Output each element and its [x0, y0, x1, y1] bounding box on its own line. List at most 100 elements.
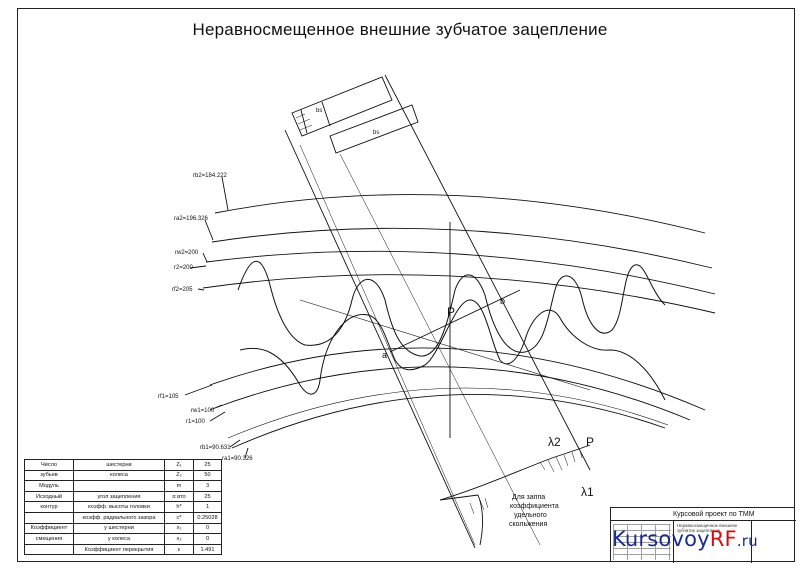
- table-cell-c2: Коэффициент перекрытия: [73, 543, 165, 556]
- table-cell-c3: h*: [164, 501, 194, 513]
- sliding-curve-upper: [439, 444, 591, 501]
- table-cell-c4: 1.491: [193, 543, 222, 556]
- table-cell-c4: 1: [193, 501, 222, 513]
- table-cell-c4: 25: [193, 490, 222, 503]
- note-line1: Для заппа: [512, 494, 545, 501]
- label-point-a: a: [382, 350, 387, 360]
- note-line4: скольжения: [509, 521, 547, 528]
- label-rb2: rb2=184.222: [193, 173, 228, 179]
- projection-line-3: [339, 153, 541, 546]
- label-lambda1: λ1: [581, 485, 594, 499]
- projection-line-4: [299, 144, 476, 546]
- segment-block-mid: [329, 104, 419, 154]
- leader-ra2: [204, 219, 214, 241]
- rw1-circle: [214, 366, 691, 421]
- table-cell-c1: Коэффициент: [24, 522, 74, 535]
- ra2-circle: [211, 227, 713, 269]
- table-cell-c3: c*: [164, 511, 194, 524]
- drawing-frame: [17, 8, 795, 562]
- label-lambda2: λ2: [548, 435, 561, 449]
- leader-rb1: [229, 439, 241, 448]
- gear2-teeth: [237, 260, 666, 357]
- table-cell-c1: смещения: [24, 533, 74, 545]
- leader-r2: [189, 265, 207, 269]
- table-cell-c1: [24, 543, 74, 556]
- page-title: Неравносмещенное внешние зубчатое зацепл…: [192, 20, 608, 39]
- label-pole-P: P: [447, 305, 455, 319]
- leader-rf1: [184, 384, 213, 396]
- table-cell-c1: Число: [24, 459, 74, 471]
- leader-rf2: [197, 288, 205, 291]
- table-cell-c2: коэфф. радиального зазора: [73, 511, 165, 524]
- table-cell-c4: 0: [193, 522, 222, 535]
- rw2-circle: [205, 250, 716, 295]
- table-cell-c2: коэфф. высоты головки: [73, 501, 165, 513]
- note-line2: коэффициента: [510, 503, 559, 510]
- title-block: Курсовой проект по ТММ Неравносмещенное …: [610, 507, 796, 563]
- segment-block-top: [291, 76, 393, 137]
- title-block-grid: [613, 524, 671, 560]
- leader-r1: [209, 411, 226, 422]
- table-cell-c1: Модуль: [24, 480, 74, 492]
- rb2-circle: [214, 194, 706, 234]
- title-block-doc: Курсовой проект по ТММ: [673, 511, 755, 518]
- label-rf1: rf1=105: [158, 394, 179, 400]
- label-rb1: rb1=90.631: [200, 445, 231, 451]
- label-segment-top: bs: [316, 108, 322, 114]
- label-rf2: rf2=205: [172, 287, 193, 293]
- title-block-desc: Неравносмещенное внешнее зубчатое зацепл…: [677, 523, 738, 533]
- label-ra1: ra1=90.326: [222, 456, 253, 462]
- leader-rw2: [202, 252, 208, 263]
- leader-rb2: [221, 176, 229, 211]
- table-cell-c4: 0: [193, 533, 222, 545]
- rf1-circle: [209, 347, 706, 411]
- table-cell-c3: x₁: [164, 522, 194, 535]
- table-cell-c4: 50: [193, 469, 222, 482]
- sliding-curve-lower: [439, 494, 484, 546]
- table-cell-c2: шестерни: [73, 459, 165, 471]
- ra1-circle: [231, 393, 666, 449]
- watermark-logo: KursovoyRF.ru: [612, 527, 758, 551]
- table-cell-c3: ε: [164, 543, 194, 556]
- leader-rw1: [209, 404, 223, 411]
- projection-line-2: [384, 74, 591, 471]
- label-point-b: b: [500, 296, 505, 306]
- table-cell-c1: [24, 511, 74, 524]
- label-segment-mid: bs: [373, 130, 379, 136]
- projection-line-1: [284, 129, 476, 549]
- table-cell-c2: колеса: [73, 469, 165, 482]
- sliding-hatch: [539, 449, 583, 473]
- table-cell-c2: у колеса: [73, 533, 165, 545]
- table-cell-c3: Z₂: [164, 469, 194, 482]
- rf2-circle: [202, 274, 716, 314]
- table-cell-c4: 0.25028: [193, 511, 222, 524]
- table-cell-c3: Z₁: [164, 459, 194, 471]
- table-cell-c2: [73, 480, 165, 492]
- label-r2: r2=200: [174, 265, 194, 271]
- rb1-circle: [227, 387, 669, 439]
- label-r1: r1=100: [186, 419, 206, 425]
- label-rw2: rw2=200: [175, 250, 199, 256]
- line-of-action-1: [299, 299, 591, 391]
- table-cell-c1: зубьев: [24, 469, 74, 482]
- leader-ra1: [244, 447, 249, 459]
- table-cell-c1: контур: [24, 501, 74, 513]
- table-cell-c3: α вто: [164, 490, 194, 503]
- table-cell-c3: x₂: [164, 533, 194, 545]
- table-cell-c3: m: [164, 480, 194, 492]
- table-cell-c1: Исходный: [24, 490, 74, 503]
- label-ra2: ra2=196.326: [174, 216, 209, 222]
- table-cell-c4: 3: [193, 480, 222, 492]
- table-cell-c4: 25: [193, 459, 222, 471]
